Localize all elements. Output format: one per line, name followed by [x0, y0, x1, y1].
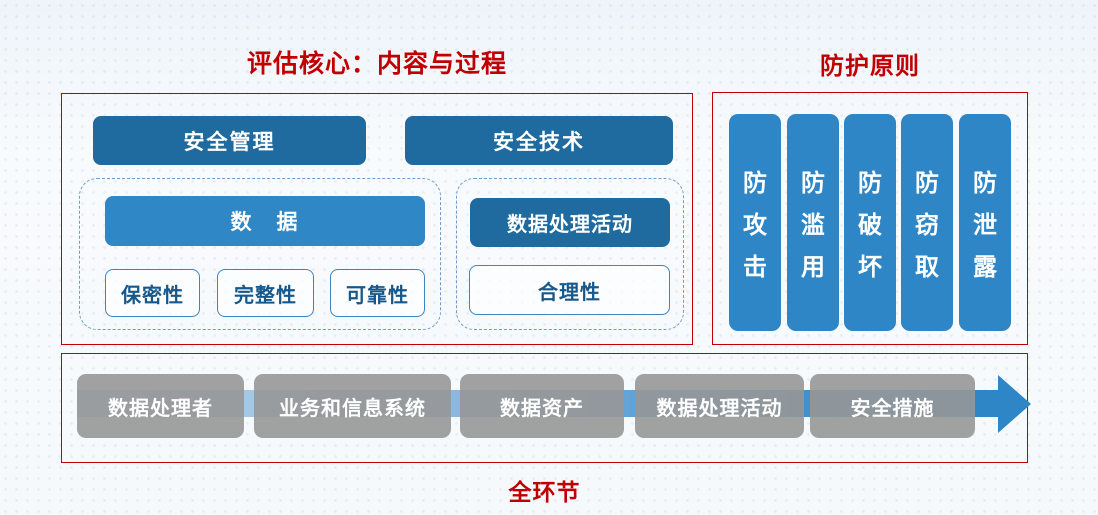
- process-step-processing-activity: 数据处理活动: [635, 374, 804, 438]
- activity-group: 数据处理活动 合理性: [456, 178, 684, 330]
- security-technology-header: 安全技术: [405, 116, 673, 165]
- process-step-data-assets: 数据资产: [460, 374, 624, 438]
- data-bar: 数 据: [105, 196, 425, 246]
- process-step-security-measures: 安全措施: [810, 374, 975, 438]
- confidentiality-box: 保密性: [105, 269, 200, 317]
- data-group: 数 据 保密性 完整性 可靠性: [79, 178, 441, 330]
- full-cycle-label: 全环节: [508, 479, 581, 505]
- protection-bar-anti-attack: 防攻击: [729, 114, 781, 331]
- process-step-data-processor: 数据处理者: [77, 374, 244, 438]
- data-processing-activity-bar: 数据处理活动: [470, 198, 670, 247]
- process-panel: 数据处理者 业务和信息系统 数据资产 数据处理活动 安全措施: [61, 353, 1031, 463]
- protection-principles-title: 防护原则: [820, 53, 920, 80]
- process-step-business-systems: 业务和信息系统: [254, 374, 451, 438]
- assessment-core-title: 评估核心：内容与过程: [246, 50, 507, 78]
- protection-bar-anti-abuse: 防滥用: [787, 114, 839, 331]
- assessment-panel: 安全管理 安全技术 数 据 保密性 完整性 可靠性 数据处理活动 合理性: [61, 93, 693, 345]
- protection-panel: 防攻击 防滥用 防破坏 防窃取 防泄露: [712, 92, 1028, 345]
- integrity-box: 完整性: [217, 269, 314, 317]
- flow-arrow-head-icon: [998, 375, 1031, 433]
- reliability-box: 可靠性: [330, 269, 425, 317]
- security-management-header: 安全管理: [93, 116, 366, 165]
- protection-bar-anti-theft: 防窃取: [901, 114, 953, 331]
- protection-bar-anti-leak: 防泄露: [959, 114, 1011, 331]
- rationality-box: 合理性: [469, 265, 670, 315]
- protection-bar-anti-damage: 防破坏: [844, 114, 896, 331]
